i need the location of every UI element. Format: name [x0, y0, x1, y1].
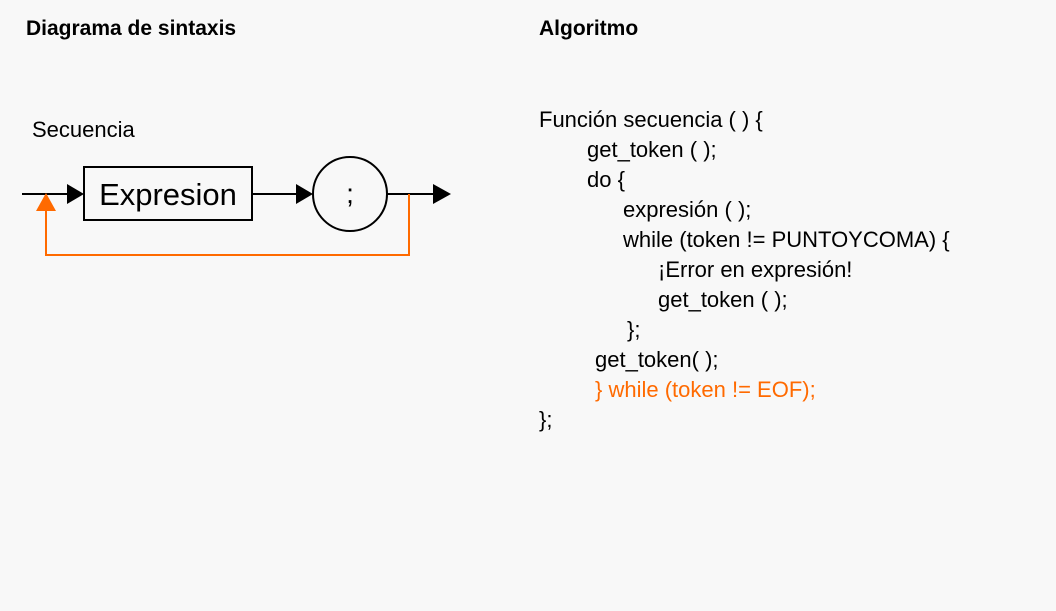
- code-line: get_token ( );: [658, 287, 788, 312]
- diagram-heading: Diagrama de sintaxis: [26, 17, 237, 40]
- loop-line: [45, 194, 410, 256]
- code-line: expresión ( );: [623, 197, 752, 222]
- code-line: get_token( );: [595, 347, 719, 372]
- diagram-label: Secuencia: [32, 117, 135, 142]
- code-line: do {: [587, 167, 625, 192]
- code-line-highlighted: } while (token != EOF);: [595, 377, 816, 402]
- algorithm-heading: Algoritmo: [539, 17, 639, 40]
- code-line: ¡Error en expresión!: [658, 257, 853, 282]
- terminal-label: ;: [346, 178, 354, 209]
- loop-arrow: [36, 193, 56, 211]
- code-line: };: [627, 317, 641, 342]
- exit-arrow: [433, 184, 451, 204]
- code-line: Función secuencia ( ) {: [539, 107, 763, 132]
- entry-arrow: [67, 184, 84, 204]
- connector-arrow: [296, 184, 313, 204]
- expression-box-label: Expresion: [99, 177, 237, 212]
- code-line: while (token != PUNTOYCOMA) {: [623, 227, 950, 252]
- code-line: };: [539, 407, 553, 432]
- code-line: get_token ( );: [587, 137, 717, 162]
